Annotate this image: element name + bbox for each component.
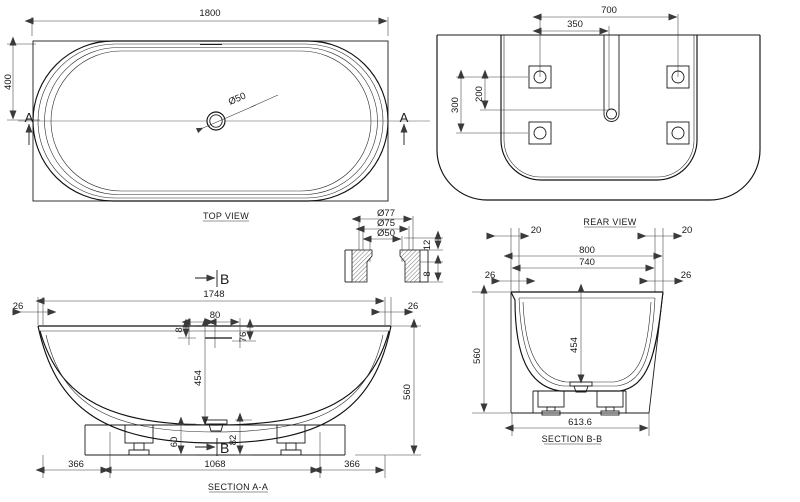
rear-view-200-dimension	[480, 69, 608, 111]
top-view-group: Ø50	[7, 17, 430, 222]
section-bb-6136-dimension	[504, 413, 650, 436]
section-aa-foot-left	[124, 424, 154, 456]
section-bb-560-label: 560	[472, 348, 483, 364]
section-aa-26-left-label: 26	[13, 301, 24, 312]
section-bb-26-right-label: 26	[681, 270, 692, 281]
section-aa-560-label: 560	[402, 384, 413, 400]
top-view-drain-label: Ø50	[227, 91, 248, 108]
drain-detail-dimensions	[351, 215, 414, 262]
rear-view-mount-top-right	[666, 65, 690, 89]
section-aa-560-dimension	[355, 318, 421, 456]
drain-detail-12-label: 12	[422, 240, 433, 251]
section-bb-740-label: 740	[579, 257, 595, 268]
top-view-title: TOP VIEW	[203, 211, 249, 221]
drain-detail-thickness-dimensions	[404, 230, 443, 283]
rear-view-350-dimension	[532, 26, 610, 110]
top-view-length-label: 1800	[199, 8, 220, 19]
section-aa-base-dimensions	[35, 432, 386, 478]
section-aa-foot-height-dimensions	[177, 412, 252, 456]
top-view-length-dimension	[24, 17, 389, 36]
section-aa-body	[37, 325, 392, 456]
section-bb-560-dimension	[472, 284, 510, 414]
section-aa-366-right-label: 366	[344, 459, 360, 470]
section-aa-drain	[204, 419, 228, 432]
top-view-width-label: 400	[3, 74, 14, 90]
rear-view-title: REAR VIEW	[583, 217, 636, 227]
rear-view-group	[436, 13, 761, 228]
drain-detail-body	[344, 249, 429, 283]
section-bb-454-label: 454	[569, 337, 580, 353]
section-bb-20-left-label: 20	[531, 225, 542, 236]
drain-detail-group	[344, 215, 443, 283]
section-aa-454-label: 454	[193, 370, 204, 386]
section-aa-26-right-label: 26	[408, 301, 419, 312]
section-bb-foot-left	[537, 390, 565, 416]
section-aa-mark-b-top	[195, 270, 218, 287]
rear-view-mount-bottom-left	[528, 121, 552, 145]
section-bb-26-left-label: 26	[485, 270, 496, 281]
section-aa-26-right-dimension	[371, 297, 414, 325]
rear-view-mount-top-left	[528, 65, 552, 89]
section-aa-group	[12, 270, 421, 493]
section-aa-60-label: 60	[169, 437, 180, 448]
rear-view-700-dimension	[532, 13, 679, 77]
section-bb-group	[472, 228, 684, 445]
section-bb-title: SECTION B-B	[542, 434, 603, 444]
section-aa-1068-label: 1068	[204, 459, 225, 470]
section-bb-body	[510, 291, 664, 414]
section-bb-6136-label: 613.6	[568, 417, 592, 428]
section-aa-1748-label: 1748	[203, 289, 224, 300]
section-bb-foot-right	[596, 390, 624, 416]
drain-detail-o75-label: Ø75	[377, 218, 395, 229]
section-mark-a-right-label: A	[400, 110, 409, 125]
section-aa-366-left-label: 366	[68, 459, 84, 470]
section-bb-20-left-dimension	[486, 228, 530, 292]
rear-view-300-label: 300	[450, 97, 461, 113]
section-aa-mark-b-top-label: B	[220, 271, 229, 287]
section-aa-80-label: 80	[210, 310, 221, 321]
section-bb-20-right-dimension	[637, 228, 683, 292]
section-aa-26-left-dimension	[12, 297, 57, 325]
drain-detail-o50-label: Ø50	[377, 228, 395, 239]
section-aa-foot-right	[276, 424, 306, 456]
top-view-width-dimension	[7, 36, 40, 121]
section-aa-8-label: 8	[174, 327, 185, 332]
section-aa-title: SECTION A-A	[208, 482, 268, 492]
top-view-drain	[195, 94, 279, 134]
section-bb-20-right-label: 20	[682, 225, 693, 236]
rear-view-350-label: 350	[567, 19, 583, 30]
rear-view-mount-bottom-right	[666, 121, 690, 145]
section-aa-82-label: 82	[228, 435, 239, 446]
rear-view-200-label: 200	[474, 86, 485, 102]
section-aa-mark-b-bottom	[195, 438, 218, 456]
section-aa-mark-b-bottom-label: B	[220, 440, 229, 456]
rear-view-700-label: 700	[601, 5, 617, 16]
rear-view-300-dimension	[456, 69, 528, 134]
section-mark-a-left-label: A	[25, 110, 34, 125]
section-bb-800-label: 800	[579, 245, 595, 256]
drain-detail-o77-label: Ø77	[377, 208, 395, 219]
drain-detail-8-label: 8	[422, 271, 433, 276]
section-aa-76-label: 76	[238, 332, 249, 343]
